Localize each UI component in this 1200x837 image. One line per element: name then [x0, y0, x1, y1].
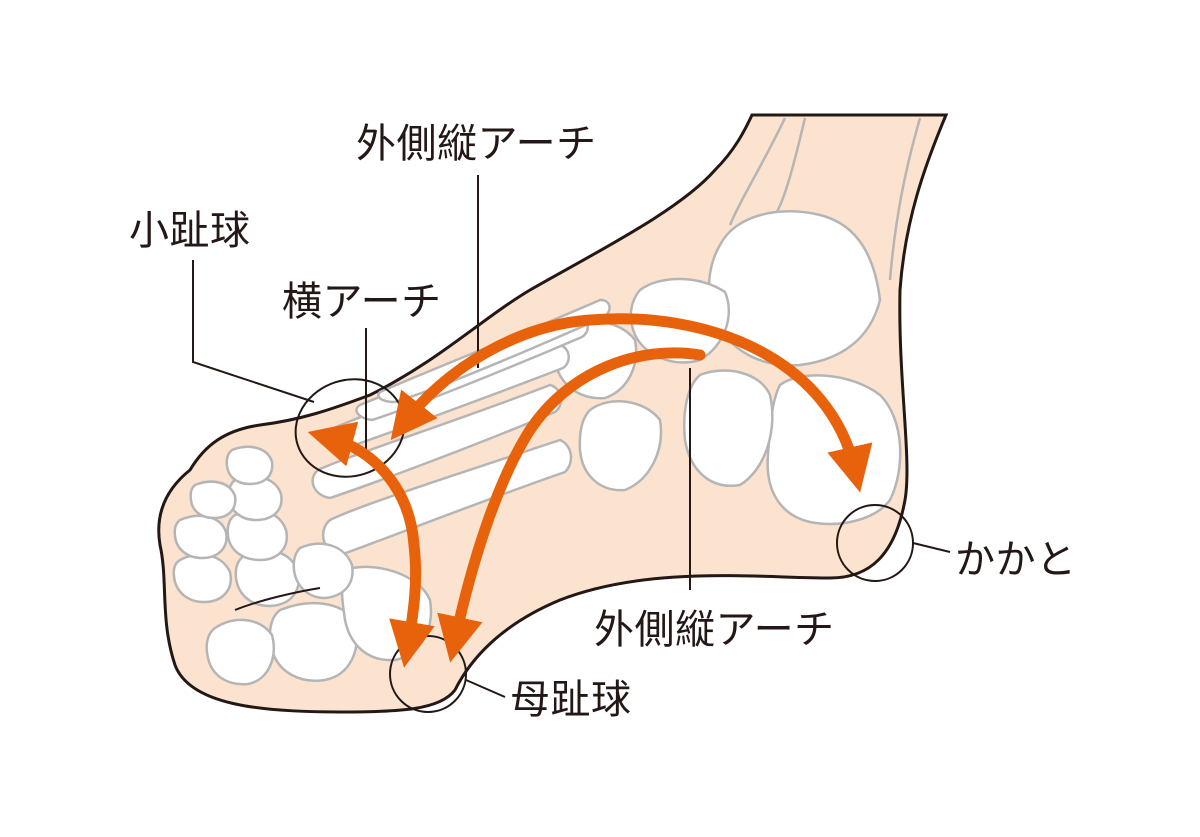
- fibula-line: [888, 117, 922, 281]
- toe2-phalanx-1: [234, 549, 301, 608]
- toe5-phalanx-1: [225, 445, 274, 486]
- calcaneus-bone: [766, 374, 902, 526]
- lateral-arch-arrow: [390, 313, 873, 493]
- label-big-toe-ball: 母趾球: [510, 677, 632, 723]
- big-toe-distal-phalanx: [205, 618, 275, 686]
- label-transverse-arch: 横アーチ: [282, 279, 442, 325]
- little-toe-ball-leader: [192, 260, 315, 403]
- label-little-toe-ball: 小趾球: [129, 208, 251, 254]
- toe2-phalanx-3: [292, 542, 354, 600]
- heel-leader: [912, 542, 951, 553]
- toe3-phalanx-2: [173, 514, 228, 560]
- toe4-phalanx-2: [189, 480, 237, 520]
- label-lateral-arch-top: 外側縦アーチ: [356, 121, 597, 167]
- fibula-inner-line: [773, 117, 807, 216]
- arch-arrows: [307, 313, 873, 668]
- transverse-arch-arrow: [307, 421, 435, 668]
- toe2-phalanx-2: [172, 553, 233, 604]
- tibia-line: [728, 117, 787, 226]
- big-toe-ball-leader: [465, 679, 506, 698]
- label-lateral-arch-bottom: 外側縦アーチ: [594, 607, 835, 653]
- label-heel: かかと: [955, 537, 1077, 583]
- medial-arch-arrow: [437, 347, 706, 663]
